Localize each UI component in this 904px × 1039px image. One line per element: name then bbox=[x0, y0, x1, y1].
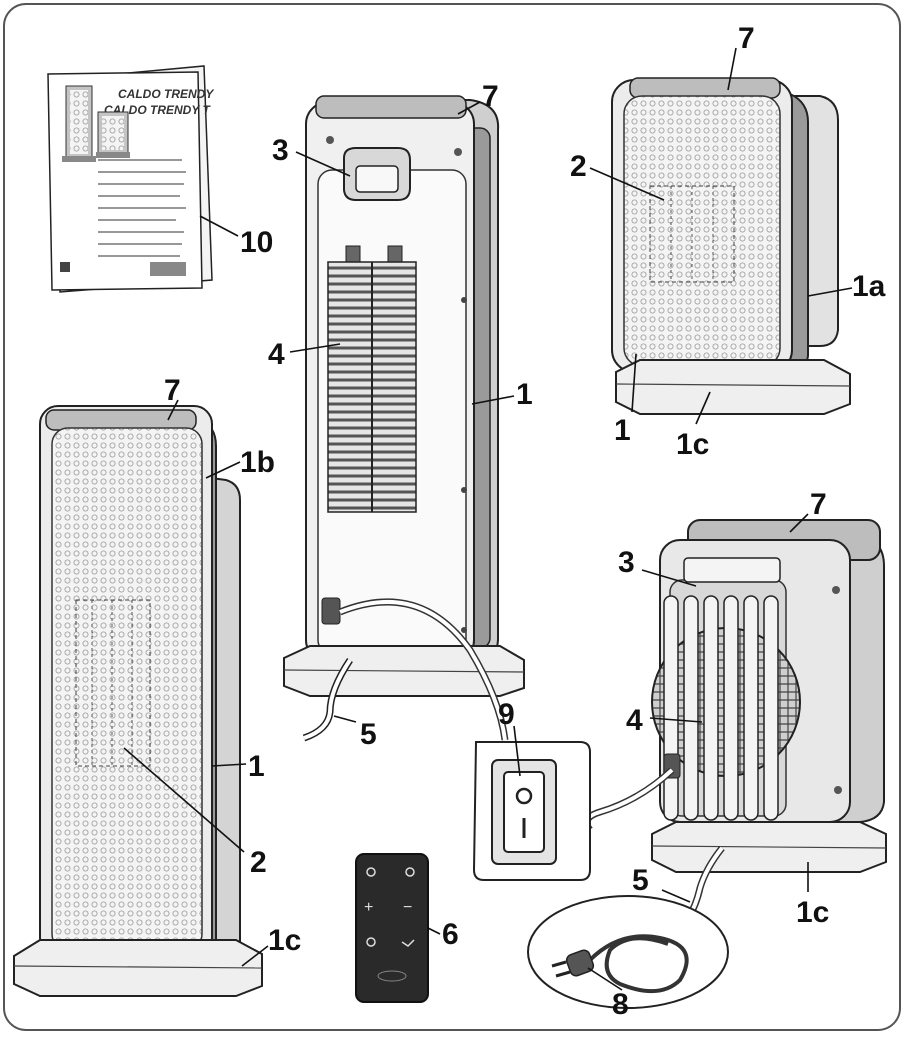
callout-9: 9 bbox=[498, 698, 515, 731]
callout-4-compact: 4 bbox=[626, 704, 643, 737]
compact-heater-front bbox=[611, 77, 851, 415]
manual-title-2: CALDO TRENDY T bbox=[104, 103, 211, 117]
callout-7-tower-rear: 7 bbox=[482, 80, 499, 113]
power-plug-detail bbox=[527, 895, 729, 1009]
instruction-manual: CALDO TRENDY CALDO TRENDY T bbox=[47, 65, 214, 293]
callout-3-tower: 3 bbox=[272, 134, 289, 167]
remote-power-icon bbox=[366, 867, 376, 877]
callout-6: 6 bbox=[442, 918, 459, 951]
callout-7-tower-front: 7 bbox=[164, 374, 181, 407]
callout-7-compact-front: 7 bbox=[738, 22, 755, 55]
leader-lines bbox=[123, 47, 853, 991]
remote-mode-icon bbox=[405, 867, 415, 877]
callout-2-tower: 2 bbox=[250, 846, 267, 879]
callout-1-compact: 1 bbox=[614, 414, 631, 447]
callout-1a: 1a bbox=[852, 270, 886, 303]
remote-oscillation-icon bbox=[366, 937, 376, 947]
callout-5-compact: 5 bbox=[632, 864, 649, 897]
callout-4-tower: 4 bbox=[268, 338, 285, 371]
callout-10: 10 bbox=[240, 226, 273, 259]
remote-plus-label: + bbox=[364, 899, 373, 916]
tower-heater-front bbox=[13, 405, 263, 997]
callout-5-tower: 5 bbox=[360, 718, 377, 751]
callout-1b: 1b bbox=[240, 446, 275, 479]
callout-1-tower-front: 1 bbox=[248, 750, 265, 783]
remote-control: + − bbox=[355, 853, 429, 1003]
callout-2-compact: 2 bbox=[570, 150, 587, 183]
callout-1-tower-rear: 1 bbox=[516, 378, 533, 411]
compact-heater-rear bbox=[583, 519, 887, 920]
remote-minus-label: − bbox=[403, 899, 412, 916]
tower-heater-rear bbox=[283, 95, 525, 742]
callout-1c-tower: 1c bbox=[268, 924, 301, 957]
remote-timer-icon bbox=[401, 939, 415, 947]
power-switch-detail bbox=[472, 741, 591, 881]
callout-1c-compact-rear: 1c bbox=[796, 896, 829, 929]
callout-1c-compact-front: 1c bbox=[676, 428, 709, 461]
callout-3-compact: 3 bbox=[618, 546, 635, 579]
remote-logo bbox=[377, 970, 407, 982]
callout-8: 8 bbox=[612, 988, 629, 1021]
manual-title-1: CALDO TRENDY bbox=[118, 87, 214, 101]
callout-7-compact-rear: 7 bbox=[810, 488, 827, 521]
